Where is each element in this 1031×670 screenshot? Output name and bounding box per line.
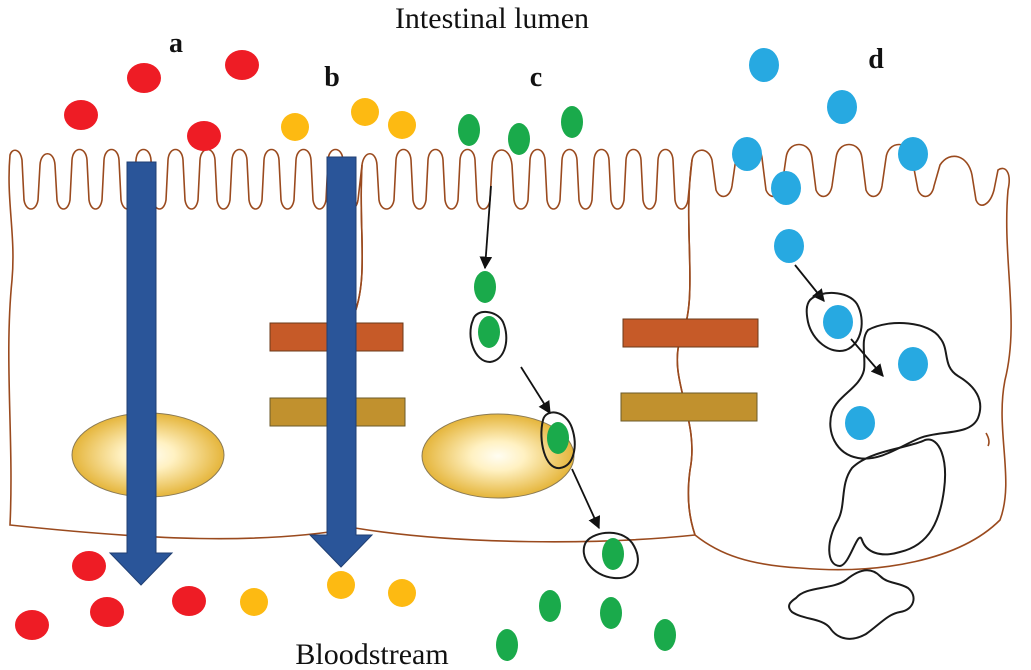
particle-b — [388, 111, 416, 139]
particle-d — [898, 137, 928, 171]
particle-a — [15, 610, 49, 640]
endosome-outline — [829, 322, 982, 460]
panel-label-b: b — [324, 62, 340, 93]
lumen-label: Intestinal lumen — [395, 2, 589, 35]
particle-b — [351, 98, 379, 126]
particle-c — [547, 422, 569, 454]
membrane-tail — [985, 432, 990, 447]
particle-c — [474, 271, 496, 303]
particle-d — [823, 305, 853, 339]
particles-a — [15, 50, 259, 640]
cell-middle-outline — [347, 148, 697, 543]
particle-d — [732, 137, 762, 171]
lysosome-outline — [828, 438, 946, 568]
particle-c — [600, 597, 622, 629]
particle-d — [771, 171, 801, 205]
particle-b — [327, 571, 355, 599]
particle-b — [240, 588, 268, 616]
particle-a — [64, 100, 98, 130]
exocytosed-vesicle-outline — [788, 569, 915, 640]
particles-d — [732, 48, 928, 440]
particle-d — [774, 229, 804, 263]
panel-label-d: d — [868, 44, 884, 75]
pathway-arrow — [850, 338, 884, 377]
nucleus-middle — [421, 413, 575, 499]
particle-d — [749, 48, 779, 82]
particle-c — [478, 316, 500, 348]
particle-c — [508, 123, 530, 155]
particle-a — [90, 597, 124, 627]
vesicle-outline — [805, 292, 863, 352]
epithelial-cells — [7, 143, 1012, 571]
bloodstream-label: Bloodstream — [295, 638, 448, 670]
particle-a — [72, 551, 106, 581]
particle-c — [602, 538, 624, 570]
tight-junction-upper-right — [622, 318, 759, 348]
vesicle-outline — [540, 411, 576, 470]
particle-c — [561, 106, 583, 138]
particle-b — [388, 579, 416, 607]
transcytosis-path-c — [469, 185, 639, 580]
particle-c — [654, 619, 676, 651]
tight-junction-lower-right — [620, 392, 758, 422]
vesicle-outline — [582, 531, 639, 580]
pathway-arrow — [520, 366, 551, 415]
panel-label-c: c — [530, 62, 542, 93]
particle-a — [187, 121, 221, 151]
pathway-arrow — [571, 468, 601, 530]
particles-c — [458, 106, 676, 661]
pathway-arrow — [479, 185, 493, 270]
particle-b — [281, 113, 309, 141]
endosomal-path-d — [788, 264, 982, 640]
cell-right-outline — [676, 143, 1012, 571]
pathway-arrow — [794, 264, 825, 302]
particle-a — [172, 586, 206, 616]
particle-d — [898, 347, 928, 381]
particles-b — [240, 98, 416, 616]
particle-d — [827, 90, 857, 124]
particle-d — [845, 406, 875, 440]
vesicle-outline — [469, 311, 508, 364]
particle-c — [458, 114, 480, 146]
panel-label-a: a — [169, 28, 183, 59]
particle-c — [539, 590, 561, 622]
particle-a — [127, 63, 161, 93]
particle-a — [225, 50, 259, 80]
paracellular-arrow-b — [308, 156, 374, 568]
paracellular-arrow-a — [108, 161, 174, 586]
particle-c — [496, 629, 518, 661]
